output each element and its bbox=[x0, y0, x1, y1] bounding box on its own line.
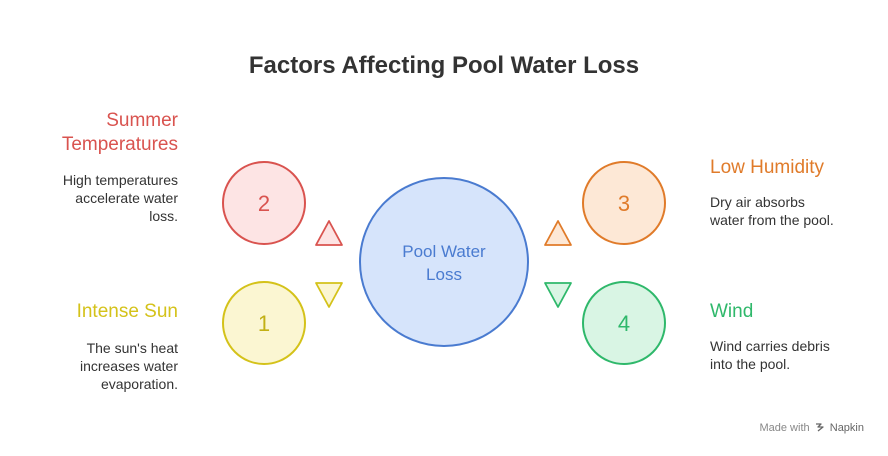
factor-desc-summer-line1: High temperatures bbox=[62, 172, 178, 188]
diagram-title: Factors Affecting Pool Water Loss bbox=[248, 52, 640, 79]
factor-heading-summer-line2: Temperatures bbox=[61, 134, 178, 155]
factor-number-2: 2 bbox=[258, 191, 270, 216]
center-circle bbox=[359, 177, 529, 347]
factor-heading-summer: Summer Temperatures bbox=[62, 109, 178, 157]
napkin-brand-label: Napkin bbox=[829, 422, 864, 434]
napkin-logo-icon bbox=[815, 422, 825, 432]
center-label: Pool Water Loss bbox=[360, 240, 528, 286]
factor-number-3: 3 bbox=[618, 191, 630, 216]
factor-desc-humidity: Dry air absorbs water from the pool. bbox=[710, 193, 834, 229]
factor-desc-humidity-line2: water from the pool. bbox=[710, 212, 834, 228]
factor-number-4: 4 bbox=[618, 311, 630, 336]
factor-desc-wind-line1: Wind carries debris bbox=[710, 338, 830, 354]
factor-circle-3 bbox=[582, 161, 666, 245]
made-with-footer: Made with Napkin bbox=[759, 422, 864, 434]
factor-desc-sun: The sun's heat increases water evaporati… bbox=[80, 339, 178, 393]
factor-heading-sun: Intense Sun bbox=[76, 301, 178, 322]
factor-heading-summer-line1: Summer bbox=[106, 110, 178, 131]
made-with-label: Made with bbox=[759, 422, 810, 434]
factor-desc-sun-line2: increases water bbox=[79, 358, 178, 374]
factor-circle-1 bbox=[222, 281, 306, 365]
arrow-down-triangle-yellow bbox=[315, 282, 343, 308]
arrow-up-triangle-red bbox=[315, 220, 343, 246]
factor-circle-2 bbox=[222, 161, 306, 245]
arrow-down-triangle-green bbox=[544, 282, 572, 308]
factor-desc-sun-line3: evaporation. bbox=[100, 376, 178, 392]
factor-desc-summer-line3: loss. bbox=[149, 208, 178, 224]
factor-number-1: 1 bbox=[258, 311, 270, 336]
arrow-up-triangle-orange bbox=[544, 220, 572, 246]
factor-circle-4 bbox=[582, 281, 666, 365]
factor-heading-humidity: Low Humidity bbox=[710, 157, 825, 178]
center-label-line2: Loss bbox=[426, 265, 462, 284]
factor-heading-wind: Wind bbox=[710, 301, 754, 322]
factor-desc-summer: High temperatures accelerate water loss. bbox=[63, 171, 178, 225]
factor-desc-wind: Wind carries debris into the pool. bbox=[710, 337, 830, 373]
center-label-line1: Pool Water bbox=[402, 242, 486, 261]
factor-desc-humidity-line1: Dry air absorbs bbox=[710, 194, 805, 210]
factor-desc-sun-line1: The sun's heat bbox=[86, 340, 178, 356]
factor-desc-wind-line2: into the pool. bbox=[710, 356, 791, 372]
factor-desc-summer-line2: accelerate water bbox=[75, 190, 178, 206]
